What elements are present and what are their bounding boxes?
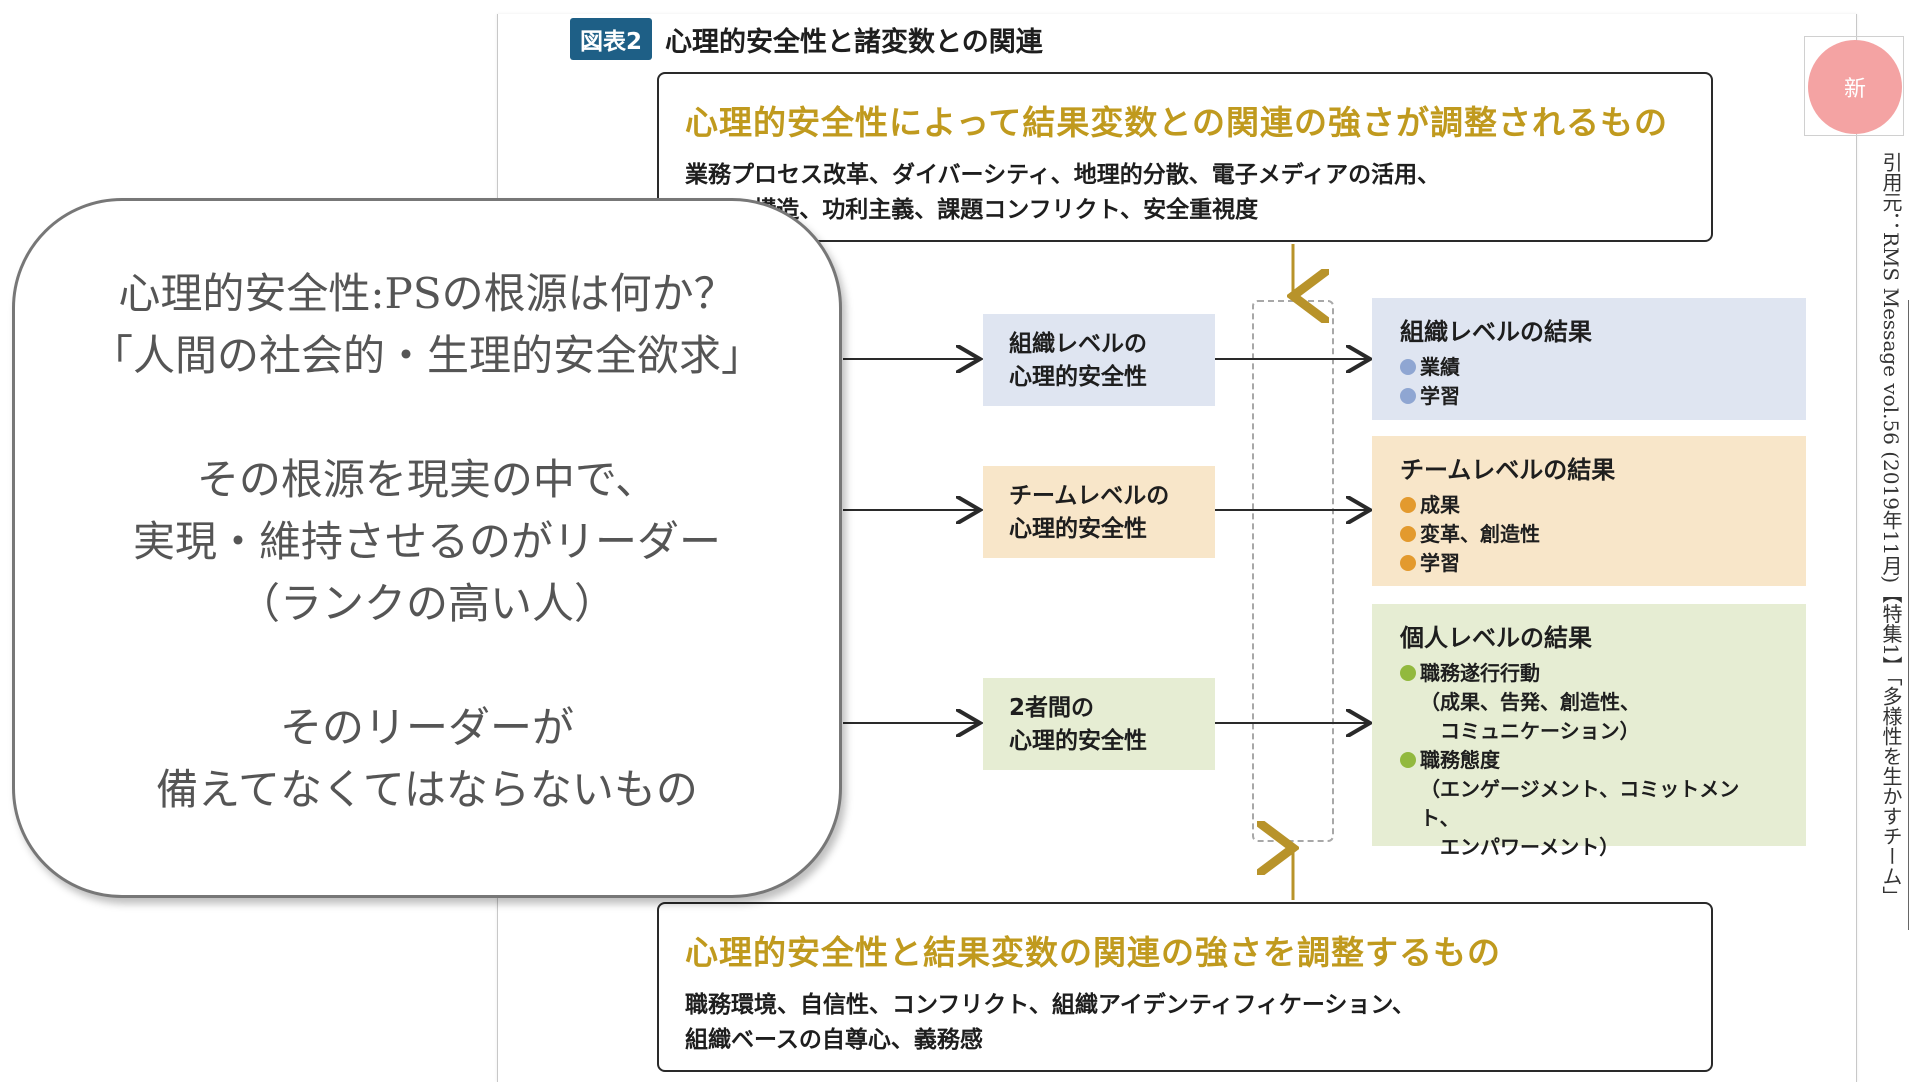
callout-line: その根源を現実の中で、 [196,455,658,504]
callout-line: 心理的安全性:PSの根源は何か？ [118,269,736,318]
bullet-icon [1400,555,1416,571]
citation-text: 引用元：RMS Message vol.56 (2019年11月)【特集1】「多… [1879,152,1903,906]
callout-line [15,635,839,697]
team-result-item: 成果 [1400,491,1778,520]
team-result-item: 変革、創造性 [1400,520,1778,549]
citation-rule [1908,300,1909,930]
org-level-ps: 組織レベルの 心理的安全性 [983,314,1215,406]
moderator-box-top: 心理的安全性によって結果変数との関連の強さが調整されるもの 業務プロセス改革、ダ… [657,72,1713,242]
individual-result-title: 個人レベルの結果 [1400,624,1592,652]
bullet-icon [1400,388,1416,404]
bullet-icon [1400,665,1416,681]
callout-line [15,387,839,449]
callout-line: そのリーダーが [279,703,574,752]
org-result-title: 組織レベルの結果 [1400,318,1592,346]
moderator-bottom-body: 職務環境、自信性、コンフリクト、組織アイデンティフィケーション、 組織ベースの自… [685,992,1416,1053]
individual-result-subtext: （成果、告発、創造性、 コミュニケーション） [1420,690,1640,743]
moderator-bottom-heading: 心理的安全性と結果変数の関連の強さを調整するもの [685,933,1501,972]
moderator-top-body: 業務プロセス改革、ダイバーシティ、地理的分散、電子メディアの活用、 チーム構造、… [685,162,1441,223]
individual-result-item: 職務遂行行動 [1400,659,1778,688]
org-result-box: 組織レベルの結果 業績 学習 [1372,298,1806,420]
new-badge[interactable]: 新 [1804,36,1904,136]
figure-title: 心理的安全性と諸変数との関連 [665,27,1043,58]
callout-note: 心理的安全性:PSの根源は何か？ 「人間の社会的・生理的安全欲求」 その根源を現… [12,198,842,898]
bullet-icon [1400,359,1416,375]
callout-line: 実現・維持させるのがリーダー [132,517,721,566]
bullet-icon [1400,752,1416,768]
org-result-item: 業績 [1400,353,1778,382]
team-result-title: チームレベルの結果 [1400,456,1616,484]
pair-level-ps: 2者間の 心理的安全性 [983,678,1215,770]
bullet-icon [1400,526,1416,542]
figure-badge: 図表2 [570,18,653,60]
callout-line: 備えてなくてはならないもの [156,765,698,814]
org-result-item: 学習 [1400,382,1778,411]
individual-result-box: 個人レベルの結果 職務遂行行動 （成果、告発、創造性、 コミュニケーション） 職… [1372,604,1806,859]
team-level-ps: チームレベルの 心理的安全性 [983,466,1215,558]
moderator-box-bottom: 心理的安全性と結果変数の関連の強さを調整するもの 職務環境、自信性、コンフリクト… [657,902,1713,1072]
moderator-top-heading: 心理的安全性によって結果変数との関連の強さが調整されるもの [685,103,1669,142]
team-result-item: 学習 [1400,549,1778,578]
team-result-box: チームレベルの結果 成果 変革、創造性 学習 [1372,436,1806,586]
bullet-icon [1400,497,1416,513]
individual-result-item: 職務態度 [1400,746,1778,775]
callout-line: （ランクの高い人） [237,579,616,628]
new-badge-label: 新 [1808,40,1902,134]
individual-result-subtext: （エンゲージメント、コミットメント、 エンパワーメント） [1420,777,1740,859]
callout-line: 「人間の社会的・生理的安全欲求」 [90,331,763,380]
